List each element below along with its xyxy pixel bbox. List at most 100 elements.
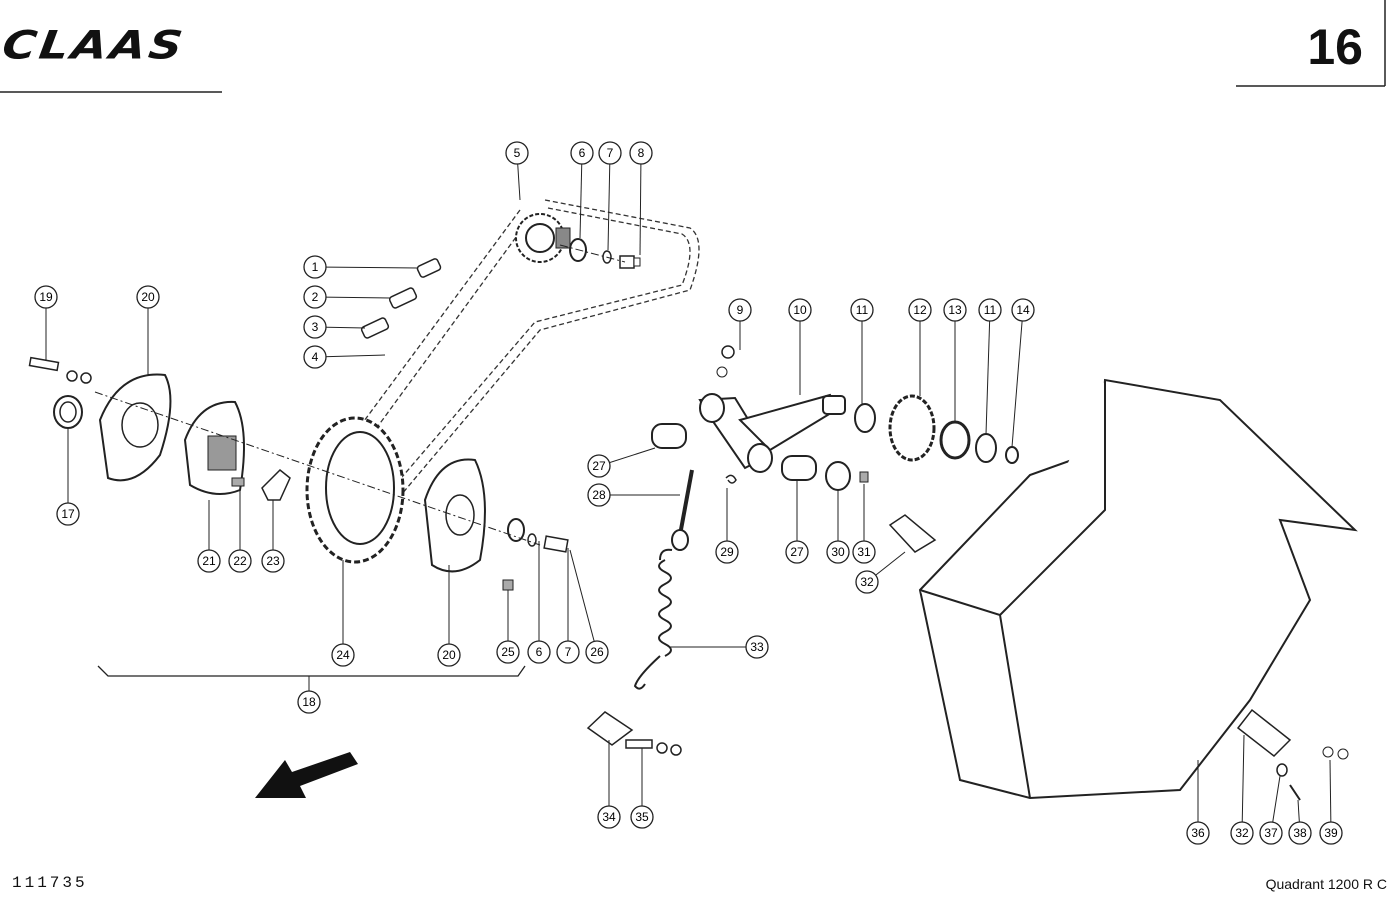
bushing-17 [53,395,83,429]
callout-balloon: 18 [297,690,321,714]
callout-balloon: 34 [597,805,621,829]
callout-label: 30 [831,545,845,559]
callout-balloon: 6 [570,141,594,165]
bolt-35 [625,739,682,756]
leader-line [607,152,611,251]
nut-9 [716,345,735,378]
callout-label: 7 [565,645,572,659]
callout-circle [331,643,355,667]
callout-balloon: 30 [826,540,850,564]
callout-circle [788,298,812,322]
callout-balloon: 11 [850,298,874,322]
callout-balloon: 26 [585,640,609,664]
leader-line [314,354,386,358]
callout-circle [587,454,611,478]
callout-label: 22 [233,554,247,568]
nut-39 [1322,746,1349,760]
washer-6-bottom [507,518,525,542]
leader-line [985,309,991,435]
axis-lines [94,244,626,546]
guard-cover-36 [918,378,1358,800]
callout-label: 23 [266,554,280,568]
bracket-34 [586,711,634,746]
callout-label: 14 [1016,303,1030,317]
large-sprocket [305,416,405,564]
callout-circle [34,285,58,309]
callout-label: 32 [860,575,874,589]
callout-balloon: 38 [1288,821,1312,845]
callout-label: 1 [312,260,319,274]
direction-arrow [255,752,358,798]
callout-circle [261,549,285,573]
bracket-32-bottom [1236,708,1292,757]
washer-7-bottom [527,533,537,547]
callout-label: 17 [61,507,75,521]
callout-circle [1319,821,1343,845]
callout-circle [598,141,622,165]
callout-balloon: 39 [1319,821,1343,845]
callout-label: 27 [790,545,804,559]
callout-circle [908,298,932,322]
callout-label: 33 [750,640,764,654]
callout-balloon: 2 [303,285,327,309]
leader-line [314,266,419,269]
callout-circle [745,635,769,659]
callout-label: 13 [948,303,962,317]
leader-line [639,152,642,256]
callout-label: 25 [501,645,515,659]
callout-label: 20 [442,648,456,662]
callout-circle [496,640,520,664]
callout-label: 8 [638,146,645,160]
callout-label: 5 [514,146,521,160]
callout-label: 24 [336,648,350,662]
page-number: 16 [1307,19,1363,75]
bushing-27-right [781,455,817,481]
callout-balloon: 1 [303,255,327,279]
callout-balloon: 19 [34,285,58,309]
callout-circle [978,298,1002,322]
callout-circle [303,345,327,369]
callout-label: 35 [635,810,649,824]
callout-circle [1011,298,1035,322]
callout-circle [556,640,580,664]
callout-balloon: 29 [715,540,739,564]
leader-line [1241,734,1245,834]
callout-circle [437,643,461,667]
callout-label: 9 [737,303,744,317]
pin-22 [231,477,245,487]
pin-25 [502,579,514,591]
callout-label: 29 [720,545,734,559]
callout-balloon: 5 [505,141,529,165]
cam-23 [261,468,291,501]
callout-circle [587,483,611,507]
callout-balloon: 14 [1011,298,1035,322]
callout-circle [1288,821,1312,845]
callout-balloon: 32 [855,570,879,594]
callout-circle [303,255,327,279]
callout-circle [597,805,621,829]
circlip-11-b [975,433,997,463]
callout-label: 18 [302,695,316,709]
callout-circle [629,141,653,165]
callout-balloon: 7 [556,640,580,664]
callout-label: 39 [1324,826,1338,840]
callout-balloon: 4 [303,345,327,369]
callout-balloon: 24 [331,643,355,667]
callout-balloon: 11 [978,298,1002,322]
callout-circle [570,141,594,165]
bearing-13 [939,420,971,460]
callout-label: 6 [536,645,543,659]
callout-circle [785,540,809,564]
callout-circle [852,540,876,564]
callout-label: 38 [1293,826,1307,840]
model-label: Quadrant 1200 R C [1265,876,1387,892]
callout-circle [728,298,752,322]
callout-balloon: 23 [261,549,285,573]
bracket-32-top [888,514,937,553]
bolt-8 [619,255,641,269]
clip-29 [725,474,737,484]
callout-label: 21 [202,554,216,568]
flange-plate-20-left [98,373,172,482]
leader-line [569,549,598,653]
callout-label: 6 [579,146,586,160]
